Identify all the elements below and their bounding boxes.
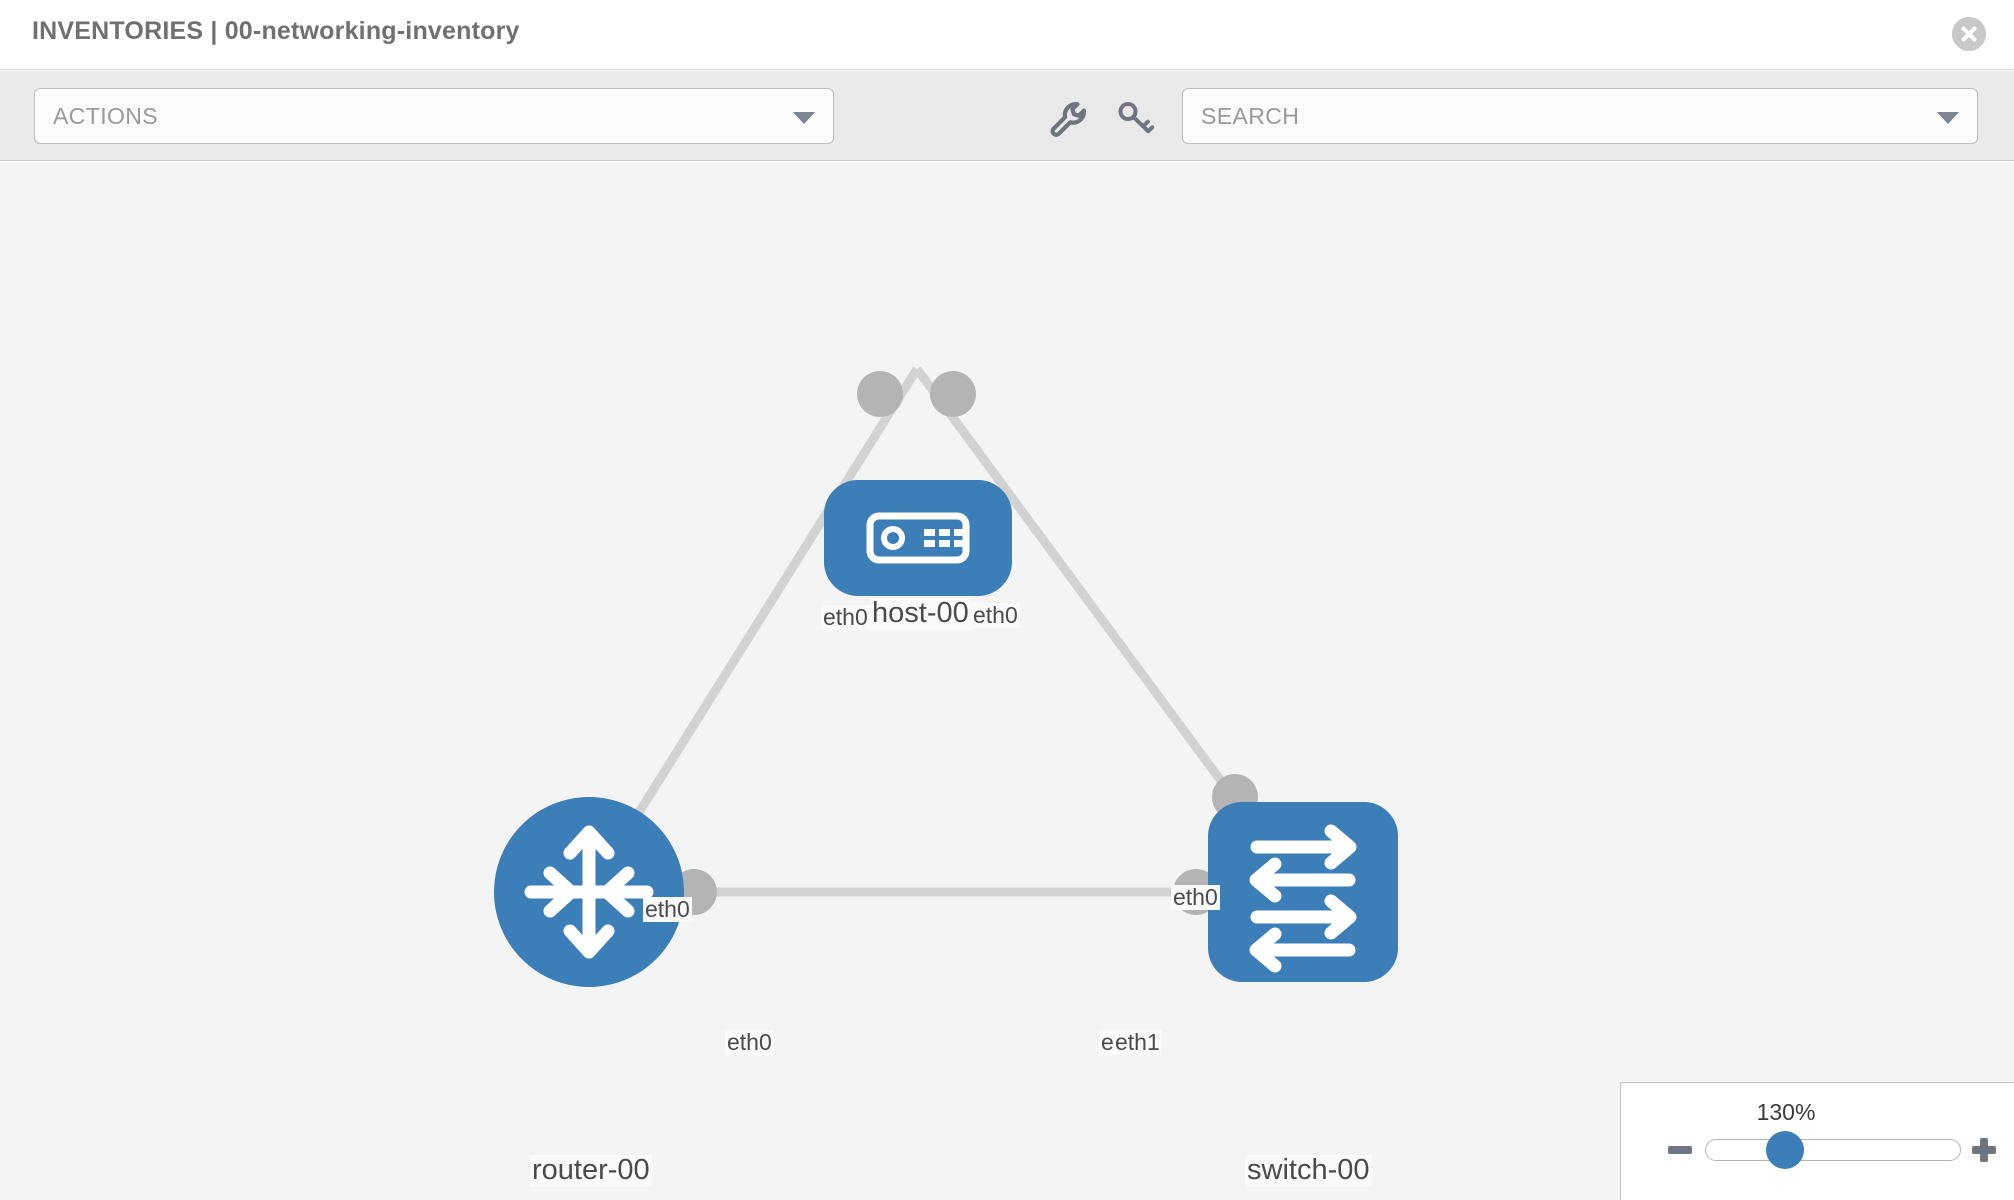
chevron-down-icon [793, 112, 815, 124]
edge-label: eth0 [643, 896, 692, 923]
key-icon[interactable] [1115, 97, 1155, 137]
zoom-slider-thumb[interactable] [1766, 1131, 1804, 1169]
minus-icon[interactable] [1665, 1135, 1695, 1170]
edge-label: eth0 [821, 604, 870, 631]
edge-host00-router00 [585, 366, 921, 895]
node-host-00 [824, 480, 1012, 596]
toolbar: ACTIONS SEARCH [0, 71, 2014, 161]
node-switch-00 [1208, 802, 1398, 982]
endpoint-layer [671, 371, 1258, 915]
node-label-host-00: host-00 [870, 597, 971, 630]
page-header: INVENTORIES | 00-networking-inventory [0, 0, 2014, 70]
wrench-icon[interactable] [1046, 97, 1087, 137]
zoom-control-panel: 130% [1620, 1082, 2014, 1200]
edge-label: eth0 [971, 602, 1020, 629]
close-icon[interactable] [1952, 17, 1986, 51]
actions-dropdown-label: ACTIONS [53, 103, 159, 129]
zoom-level-label: 130% [1756, 1099, 1816, 1125]
page-title: INVENTORIES | 00-networking-inventory [32, 17, 520, 45]
edge-label: eth0 [1171, 884, 1220, 911]
topology-graph [494, 366, 1398, 987]
endpoint-host00-left [857, 371, 903, 417]
endpoint-host00-right [930, 371, 976, 417]
topology-canvas[interactable]: eth0 eth0 eth0 eth0 eth0 eth0 eth1 host-… [0, 162, 2014, 1200]
search-input[interactable]: SEARCH [1182, 88, 1978, 144]
node-router-00 [494, 797, 684, 987]
node-label-switch-00: switch-00 [1245, 1154, 1372, 1187]
node-label-router-00: router-00 [530, 1154, 652, 1187]
search-placeholder: SEARCH [1201, 103, 1300, 129]
edge-label: eth1 [1113, 1029, 1162, 1056]
plus-icon[interactable] [1969, 1135, 1999, 1170]
edge-layer [585, 366, 1307, 897]
actions-dropdown[interactable]: ACTIONS [34, 88, 834, 144]
zoom-slider-track[interactable] [1705, 1139, 1961, 1161]
edge-label: eth0 [725, 1029, 774, 1056]
chevron-down-icon[interactable] [1937, 112, 1959, 124]
